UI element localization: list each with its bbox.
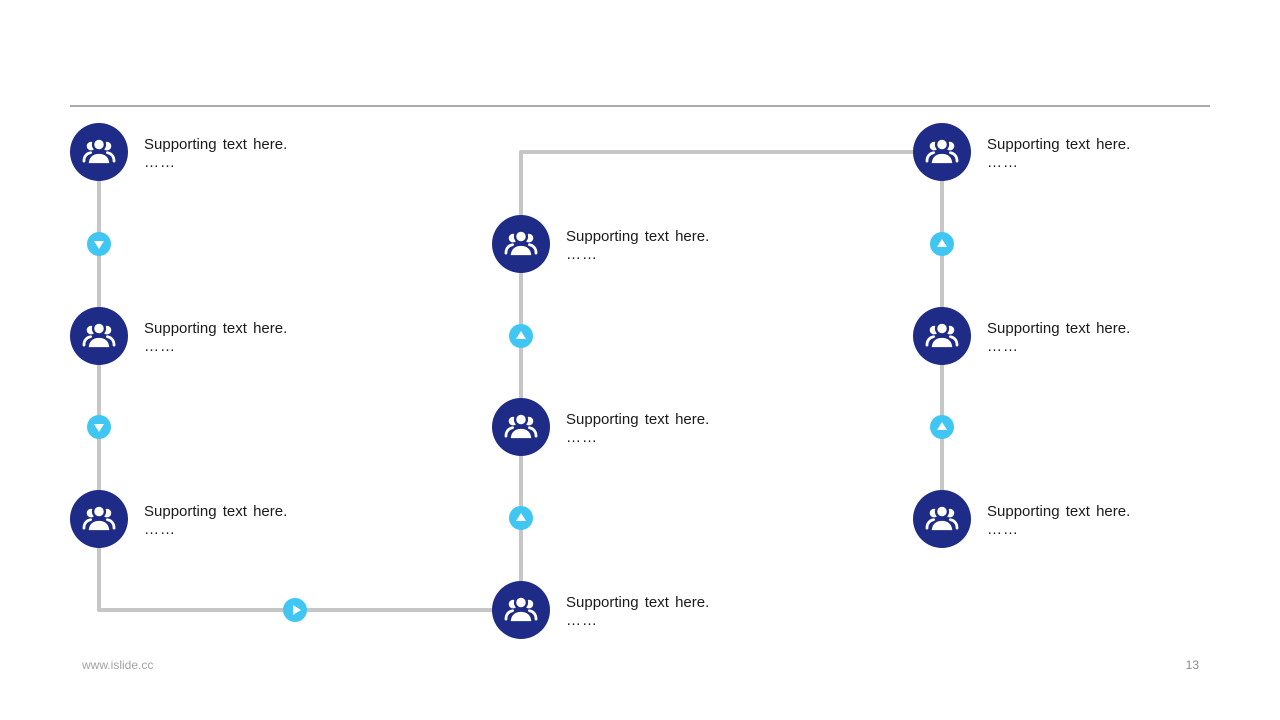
supporting-text: Supporting text here.: [566, 594, 710, 611]
supporting-text: Supporting text here.: [144, 320, 288, 337]
ellipsis-text: ……: [144, 521, 176, 538]
node-center-middle: [492, 398, 550, 456]
people-group-icon: [502, 225, 540, 263]
triangle-up: [937, 422, 947, 430]
node-right-middle-label: Supporting text here. ……: [987, 320, 1130, 356]
triangle-right: [292, 605, 301, 615]
people-group-icon: [502, 591, 540, 629]
ellipsis-text: ……: [144, 338, 176, 355]
supporting-text: Supporting text here.: [987, 136, 1131, 153]
people-group-icon: [923, 317, 961, 355]
people-group-icon: [80, 133, 118, 171]
people-group-icon: [80, 317, 118, 355]
node-center-bottom: [492, 581, 550, 639]
triangle-up: [516, 331, 526, 339]
arrow-up-icon: [930, 415, 954, 439]
supporting-text: Supporting text here.: [566, 228, 710, 245]
node-right-bottom: [913, 490, 971, 548]
supporting-text: Supporting text here.: [144, 503, 288, 520]
ellipsis-text: ……: [566, 612, 598, 629]
node-left-middle: [70, 307, 128, 365]
node-center-middle-label: Supporting text here. ……: [566, 411, 709, 447]
triangle-down: [94, 424, 104, 432]
footer-url: www.islide.cc: [82, 658, 154, 672]
ellipsis-text: ……: [987, 338, 1019, 355]
arrow-right-icon: [283, 598, 307, 622]
node-left-middle-label: Supporting text here. ……: [144, 320, 287, 356]
node-right-bottom-label: Supporting text here. ……: [987, 503, 1130, 539]
page-number: 13: [1185, 658, 1199, 672]
arrow-up-icon: [509, 324, 533, 348]
ellipsis-text: ……: [987, 521, 1019, 538]
arrow-down-icon: [87, 232, 111, 256]
people-group-icon: [502, 408, 540, 446]
node-right-top-label: Supporting text here. ……: [987, 136, 1130, 172]
supporting-text: Supporting text here.: [566, 411, 710, 428]
ellipsis-text: ……: [987, 154, 1019, 171]
node-left-bottom: [70, 490, 128, 548]
people-group-icon: [923, 133, 961, 171]
node-center-top-label: Supporting text here. ……: [566, 228, 709, 264]
people-group-icon: [923, 500, 961, 538]
ellipsis-text: ……: [566, 429, 598, 446]
node-left-top-label: Supporting text here. ……: [144, 136, 287, 172]
supporting-text: Supporting text here.: [144, 136, 288, 153]
triangle-up: [937, 239, 947, 247]
connector-center-to-right: [519, 150, 942, 610]
ellipsis-text: ……: [566, 246, 598, 263]
node-left-top: [70, 123, 128, 181]
node-right-top: [913, 123, 971, 181]
top-divider-line: [70, 105, 1210, 107]
triangle-up: [516, 513, 526, 521]
arrow-down-icon: [87, 415, 111, 439]
node-center-bottom-label: Supporting text here. ……: [566, 594, 709, 630]
arrow-up-icon: [930, 232, 954, 256]
node-right-middle: [913, 307, 971, 365]
connector-left-to-center: [97, 152, 521, 612]
supporting-text: Supporting text here.: [987, 503, 1131, 520]
supporting-text: Supporting text here.: [987, 320, 1131, 337]
node-center-top: [492, 215, 550, 273]
ellipsis-text: ……: [144, 154, 176, 171]
people-group-icon: [80, 500, 118, 538]
triangle-down: [94, 241, 104, 249]
node-left-bottom-label: Supporting text here. ……: [144, 503, 287, 539]
arrow-up-icon: [509, 506, 533, 530]
